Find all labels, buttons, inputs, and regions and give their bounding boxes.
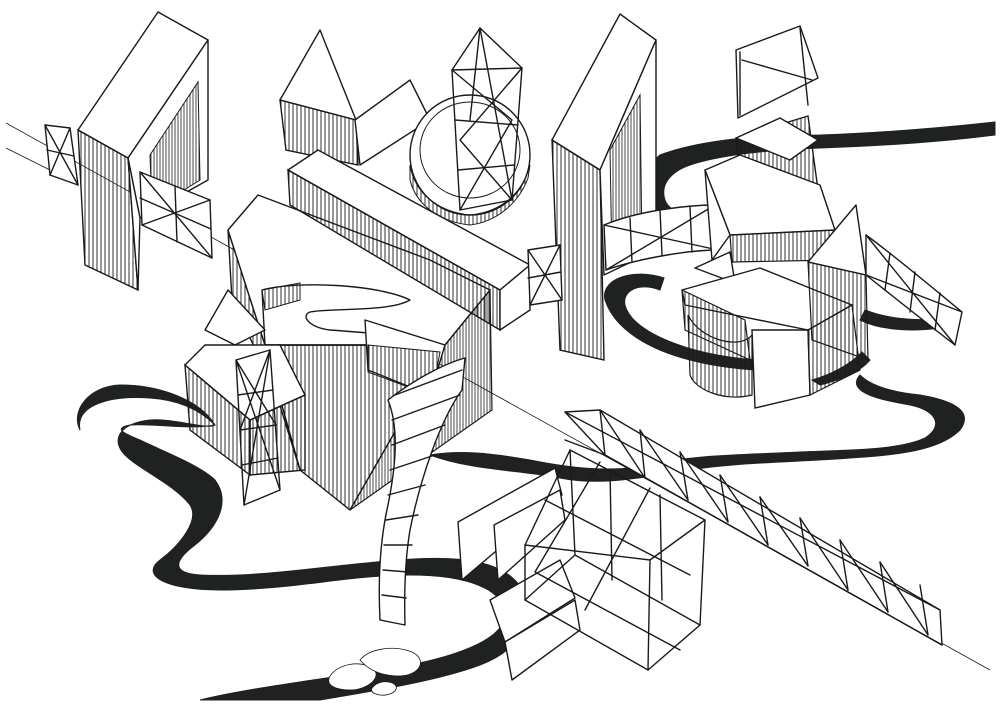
lattice-frame-left [44, 124, 213, 259]
right-building-complex [681, 25, 869, 409]
long-wall-building [279, 29, 531, 332]
slab-tower-center [551, 13, 657, 361]
curved-bridge [378, 357, 466, 626]
truss-bridge [564, 409, 943, 646]
cube-lattice-and-slabs [457, 449, 706, 681]
round-tower [409, 27, 531, 226]
arch-tower-left [77, 11, 209, 292]
left-small-building [184, 289, 306, 506]
connector-lattices [527, 204, 963, 346]
